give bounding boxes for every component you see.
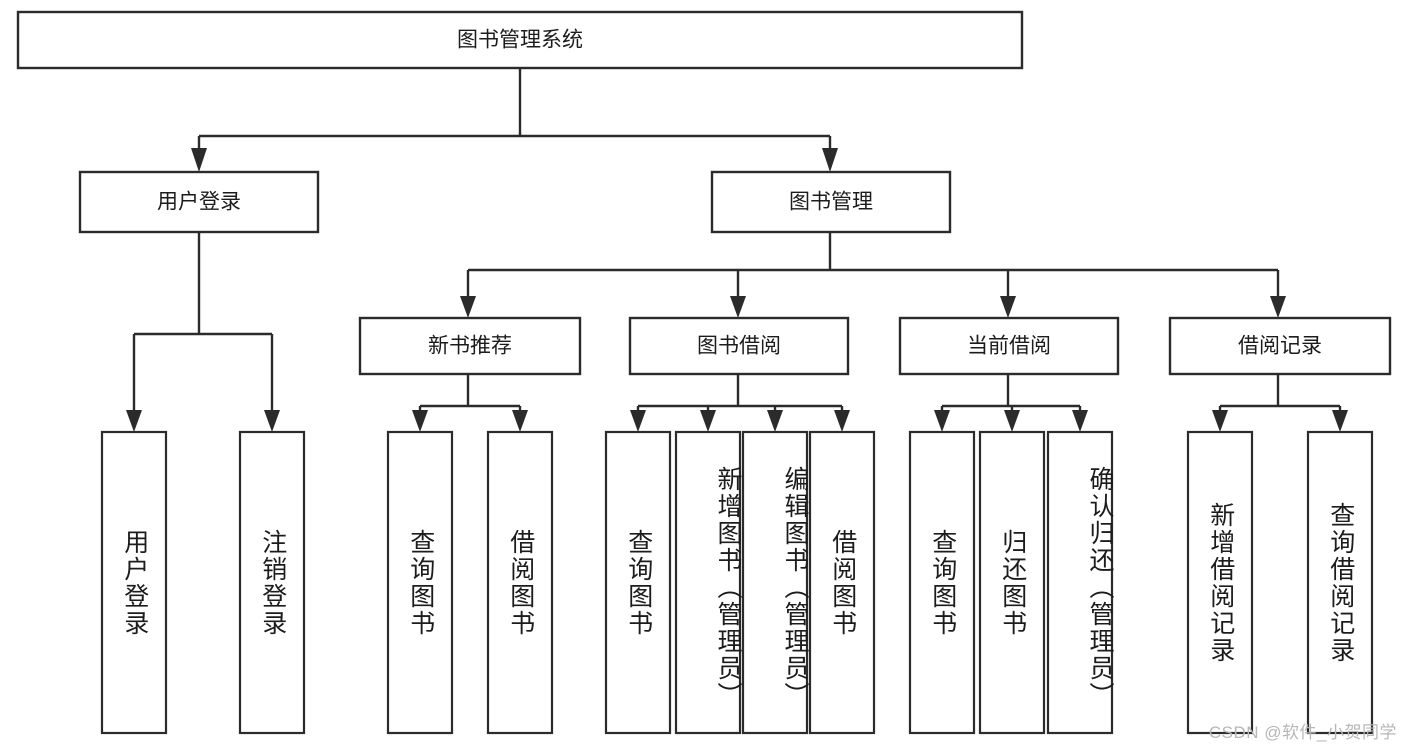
node-root-box[interactable] (16, 10, 1024, 70)
leaf-box-user-logout[interactable] (238, 430, 306, 735)
arrow-head-icon-current-confirm (1072, 410, 1088, 432)
arrow-head-icon-record-add (1212, 410, 1228, 432)
arrow-head-icon-newbook-query (412, 410, 428, 432)
leaf-box-add-borrow-record[interactable] (1186, 430, 1254, 735)
arrow-head-icon-borrow-query (630, 410, 646, 432)
node-book-borrow-label: 图书借阅 (697, 335, 781, 358)
arrow-head-icon-user-logout (264, 410, 280, 432)
connector-layer (126, 68, 1348, 432)
arrow-head-icon-borrow-lend (834, 410, 850, 432)
leaf-box-lend-book[interactable] (808, 430, 876, 735)
leaf-box-add-book-admin[interactable] (674, 430, 742, 735)
arrow-head-icon-current (1000, 296, 1016, 318)
node-borrow-record-label: 借阅记录 (1238, 335, 1322, 358)
leaf-box-query-borrow-record[interactable] (1306, 430, 1374, 735)
arrow-head-icon-current-query (934, 410, 950, 432)
arrow-head-icon-borrow-edit (767, 410, 783, 432)
arrow-head-icon-user-login (126, 410, 142, 432)
leaf-box-query-book-current[interactable] (908, 430, 976, 735)
leaf-box-borrow-book-new[interactable] (486, 430, 554, 735)
arrow-head-icon-record-query (1332, 410, 1348, 432)
node-current-borrow-label: 当前借阅 (967, 335, 1051, 358)
leaf-box-confirm-return-admin[interactable] (1046, 430, 1114, 735)
leaf-box-query-book-new[interactable] (386, 430, 454, 735)
node-book-borrow-box[interactable] (628, 316, 850, 376)
node-new-book-recommend-box[interactable] (358, 316, 582, 376)
csdn-watermark: CSDN @软件_小贺同学 (1208, 723, 1397, 742)
leaf-box-return-book[interactable] (978, 430, 1046, 735)
arrow-head-icon-borrow-add (700, 410, 716, 432)
arrow-head-icon-bookmgmt (822, 148, 838, 172)
node-root-label: 图书管理系统 (457, 29, 583, 52)
node-borrow-record-box[interactable] (1168, 316, 1392, 376)
arrow-head-icon-record (1270, 296, 1286, 318)
node-book-management-box[interactable] (710, 170, 952, 234)
arrow-head-icon-login (191, 148, 207, 172)
arrow-head-icon-newbook-borrow (512, 410, 528, 432)
node-user-login-label: 用户登录 (157, 191, 241, 214)
node-layer: 图书管理系统 用户登录 图书管理 新书推荐 图书借阅 当前借阅 借阅记录 (16, 10, 1392, 735)
arrow-head-icon-newbook (460, 296, 476, 318)
node-current-borrow-box[interactable] (898, 316, 1120, 376)
leaf-box-edit-book-admin[interactable] (741, 430, 809, 735)
arrow-head-icon-borrow (730, 296, 746, 318)
leaf-box-user-login[interactable] (100, 430, 168, 735)
node-user-login-box[interactable] (78, 170, 320, 234)
node-new-book-recommend-label: 新书推荐 (428, 335, 512, 358)
node-book-management-label: 图书管理 (789, 191, 873, 214)
leaf-box-query-book-borrow[interactable] (604, 430, 672, 735)
arrow-head-icon-current-return (1004, 410, 1020, 432)
